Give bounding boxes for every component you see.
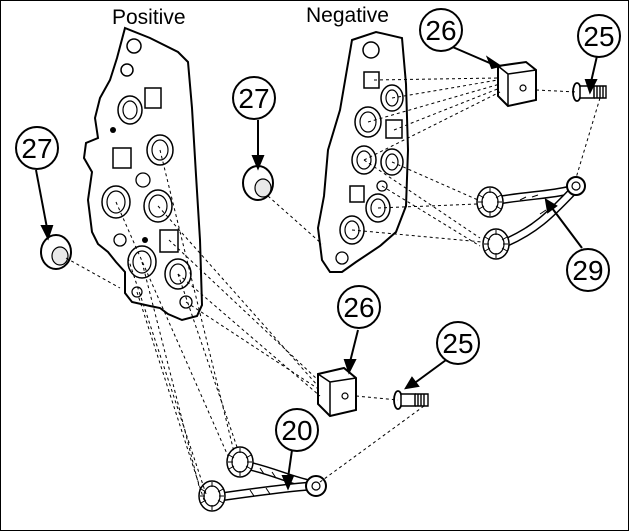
callout-27-left: 27 [15,126,59,170]
negative-bracket [316,30,410,273]
positive-label: Positive [112,6,186,29]
svg-text:26: 26 [343,292,374,323]
callout-27-upper: 27 [232,76,276,120]
insulator-cap-left [40,234,72,270]
callout-25-upper: 25 [577,14,621,58]
wire-harness-lower [198,446,327,512]
svg-text:29: 29 [572,255,603,286]
svg-text:26: 26 [425,15,456,46]
svg-text:27: 27 [238,83,269,114]
positive-bracket [82,26,204,322]
callout-26-lower: 26 [337,285,381,329]
assembly-lines [65,77,601,501]
callout-29: 29 [566,248,610,292]
negative-label: Negative [306,4,389,27]
svg-text:20: 20 [281,415,312,446]
callout-25-lower: 25 [436,321,480,365]
insulator-cap-upper [242,165,274,201]
terminal-block-upper [497,60,537,108]
callout-20: 20 [275,408,319,452]
terminal-block-lower [317,366,357,418]
svg-text:25: 25 [442,328,473,359]
callout-leaders [35,44,598,491]
callout-26-upper: 26 [419,8,463,52]
wire-harness-upper [476,176,586,260]
svg-text:25: 25 [583,21,614,52]
svg-text:27: 27 [21,133,52,164]
